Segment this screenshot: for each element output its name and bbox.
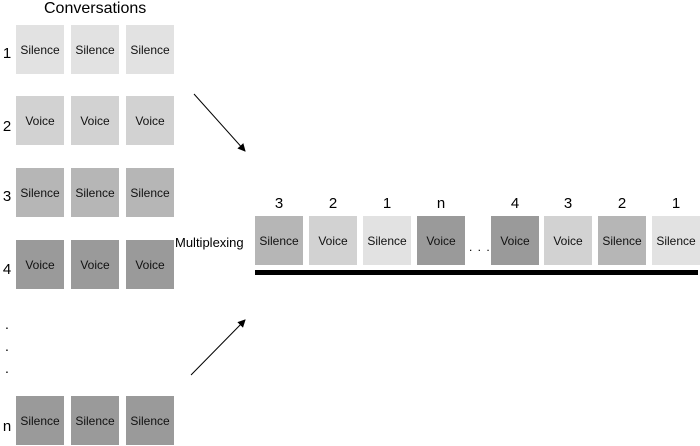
- slot-number: n: [436, 195, 446, 212]
- stream-slot: Silence: [255, 216, 303, 265]
- conversation-cell: Voice: [126, 240, 174, 289]
- stream-slot: Voice: [309, 216, 357, 265]
- arrow-up-right-icon: [190, 319, 246, 376]
- slot-number: 3: [563, 195, 573, 212]
- row-number: 3: [2, 188, 12, 205]
- slot-number: 2: [617, 195, 627, 212]
- row-number: 2: [2, 118, 12, 135]
- conversation-cell: Silence: [16, 168, 64, 217]
- row-number: 1: [2, 45, 12, 62]
- stream-slot: Voice: [417, 216, 465, 265]
- row-number: 4: [2, 261, 12, 278]
- conversation-cell: Silence: [71, 396, 119, 445]
- conversation-cell: Silence: [16, 396, 64, 445]
- ellipsis-dot: .: [5, 316, 9, 332]
- conversation-cell: Voice: [16, 96, 64, 145]
- conversation-cell: Silence: [71, 25, 119, 74]
- diagram-title: Conversations: [44, 0, 147, 17]
- slot-number: 4: [510, 195, 520, 212]
- slot-number: 1: [671, 195, 681, 212]
- transmission-line: [255, 270, 698, 275]
- stream-slot: Silence: [363, 216, 411, 265]
- slot-number: 3: [274, 195, 284, 212]
- arrow-down-right-icon: [193, 93, 246, 152]
- conversation-cell: Voice: [126, 96, 174, 145]
- ellipsis-dot: .: [5, 338, 9, 354]
- conversation-cell: Silence: [16, 25, 64, 74]
- conversation-cell: Voice: [16, 240, 64, 289]
- multiplexing-label: Multiplexing: [175, 235, 244, 250]
- stream-ellipsis: . . .: [469, 240, 491, 254]
- conversation-cell: Silence: [126, 168, 174, 217]
- conversation-cell: Voice: [71, 240, 119, 289]
- conversation-cell: Voice: [71, 96, 119, 145]
- stream-slot: Silence: [598, 216, 646, 265]
- ellipsis-dot: .: [5, 360, 9, 376]
- conversation-cell: Silence: [126, 25, 174, 74]
- conversation-cell: Silence: [71, 168, 119, 217]
- slot-number: 1: [382, 195, 392, 212]
- stream-slot: Silence: [652, 216, 700, 265]
- stream-slot: Voice: [491, 216, 539, 265]
- stream-slot: Voice: [544, 216, 592, 265]
- row-number: n: [2, 418, 12, 435]
- slot-number: 2: [328, 195, 338, 212]
- conversation-cell: Silence: [126, 396, 174, 445]
